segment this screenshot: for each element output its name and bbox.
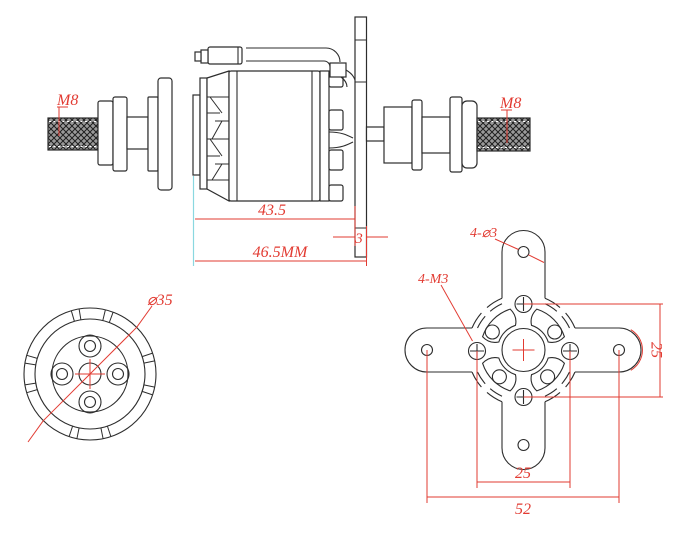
- bullet-connector-icon: [194, 46, 243, 65]
- dim-body-length: 43.5: [258, 202, 286, 219]
- motor-can: [228, 70, 354, 202]
- center-mark: [512, 339, 535, 361]
- mount-arms: [404, 229, 643, 471]
- label-m8-left: M8: [56, 92, 78, 109]
- rear-shaft-assembly: [365, 96, 531, 173]
- dim-screw-spacing-horizontal: 25: [515, 465, 531, 482]
- ring-notches: [24, 308, 155, 439]
- mount-body-arcs: [471, 297, 576, 403]
- dim-screw-spacing-vertical: 25: [648, 342, 665, 358]
- mount-plate-side: [354, 16, 368, 258]
- front-view: ⌀35: [23, 292, 173, 443]
- hole-callout: 4-⌀3: [470, 226, 497, 241]
- motor-wire: [194, 46, 357, 88]
- prop-adapter-stack: [97, 77, 173, 191]
- arm-hole-bottom: [517, 438, 530, 452]
- center-bore: [501, 327, 546, 373]
- dim-plate-thickness: 3: [354, 231, 363, 247]
- motor-front-bell: [192, 70, 230, 203]
- mount-view: 25 25 52 4-⌀3 4-M3: [404, 226, 665, 518]
- side-view-dimensions: 43.5 3 46.5MM M8 M8: [56, 92, 521, 266]
- label-m8-right: M8: [499, 95, 521, 112]
- arm-hole-top: [517, 245, 530, 259]
- dim-diameter: ⌀35: [147, 292, 173, 309]
- front-view-dimension: ⌀35: [27, 292, 173, 443]
- outer-can-circle: [23, 307, 157, 441]
- dim-arm-span: 52: [515, 501, 531, 518]
- thread-callout: 4-M3: [418, 272, 448, 287]
- left-thread-shaft: [47, 117, 99, 151]
- mount-view-dimensions: 25 25 52 4-⌀3 4-M3: [418, 226, 665, 518]
- front-screw-holes: [50, 334, 130, 414]
- side-view: 43.5 3 46.5MM M8 M8: [47, 16, 531, 266]
- dim-total-length: 46.5MM: [253, 244, 309, 261]
- kidney-slots: [481, 308, 566, 392]
